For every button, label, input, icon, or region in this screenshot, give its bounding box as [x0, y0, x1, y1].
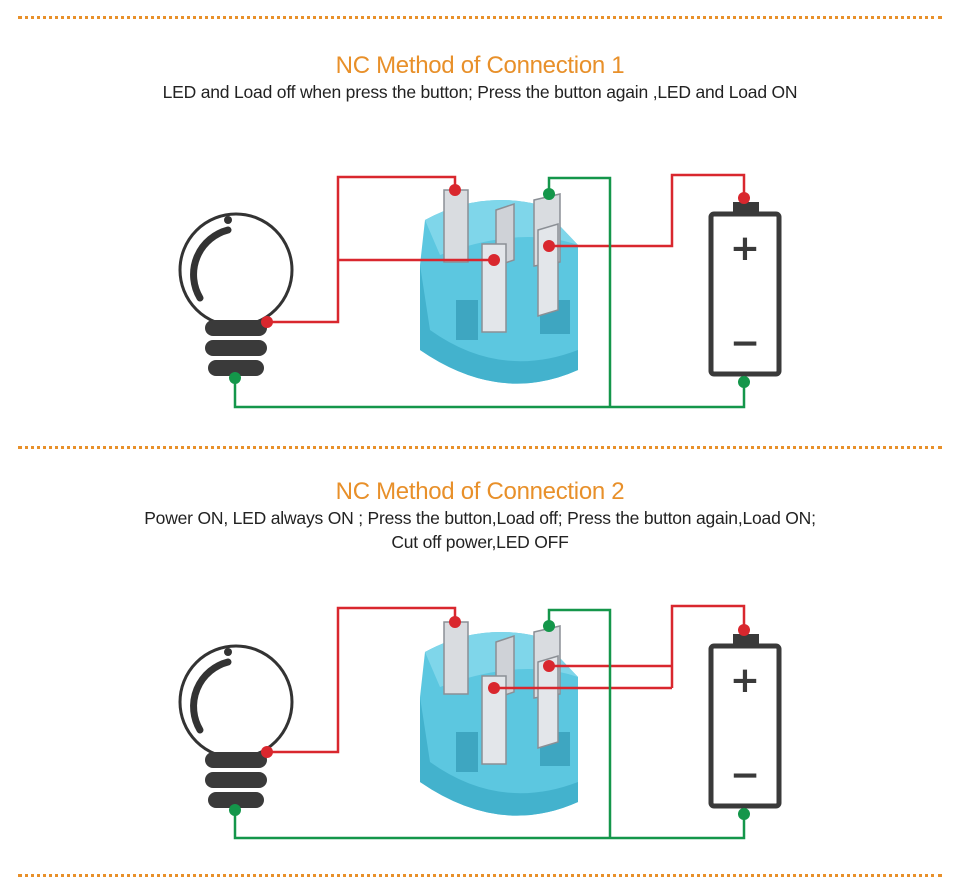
- battery-minus-label: −: [730, 323, 760, 364]
- section-1-title: NC Method of Connection 1: [335, 52, 625, 79]
- battery-plus-label: +: [730, 660, 760, 701]
- green-wires: [233, 608, 746, 840]
- connection-dots: [229, 616, 750, 820]
- wiring-diagram-1: + −: [178, 173, 782, 409]
- divider-middle: [18, 446, 942, 449]
- battery-icon: [708, 634, 782, 809]
- section-2-description-line-2: Cut off power,LED OFF: [391, 532, 569, 552]
- push-switch-icon: [420, 189, 578, 384]
- red-wires: [267, 604, 746, 754]
- wiring-diagram-2: + −: [178, 604, 782, 840]
- battery-plus-label: +: [730, 228, 760, 269]
- section-2-description-line-1: Power ON, LED always ON ; Press the butt…: [144, 508, 816, 528]
- divider-top: [18, 16, 942, 19]
- section-1-description: LED and Load off when press the button; …: [162, 82, 798, 102]
- green-wires: [233, 176, 746, 409]
- connection-dots: [229, 184, 750, 388]
- section-2-title: NC Method of Connection 2: [335, 478, 625, 505]
- push-switch-icon: [420, 621, 578, 816]
- red-wires: [267, 173, 746, 324]
- battery-icon: [708, 202, 782, 377]
- bulb-icon: [178, 212, 294, 376]
- bulb-icon: [178, 644, 294, 808]
- battery-minus-label: −: [730, 755, 760, 796]
- divider-bottom: [18, 874, 942, 877]
